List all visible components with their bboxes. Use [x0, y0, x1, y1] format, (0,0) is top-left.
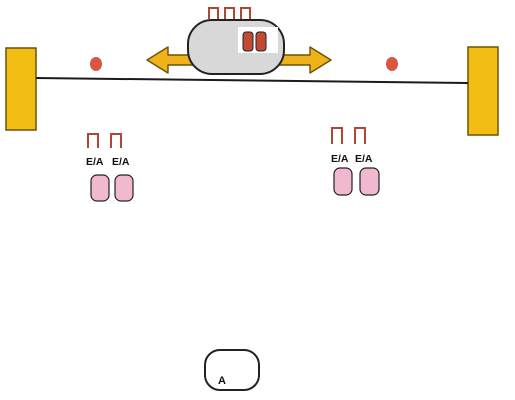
- pin-icon: [242, 31, 254, 52]
- staple-icon: [224, 7, 235, 19]
- right-group-label-2: E/A: [355, 153, 373, 165]
- track-line: [35, 77, 469, 84]
- staple-icon: [87, 133, 99, 148]
- staple-icon: [208, 7, 219, 19]
- carriage-staples: [208, 7, 251, 19]
- staple-icon: [110, 133, 122, 148]
- pin-icon: [333, 167, 353, 196]
- anchor-label: A: [218, 375, 226, 387]
- left-group-label-1: E/A: [86, 156, 104, 168]
- left-group-label-2: E/A: [112, 156, 130, 168]
- pin-icon: [359, 167, 380, 196]
- staple-icon: [331, 127, 343, 144]
- right-dot: [386, 57, 398, 71]
- right-group: E/A E/A: [331, 127, 380, 196]
- pin-icon: [114, 174, 134, 202]
- pin-icon: [90, 174, 110, 202]
- pin-icon: [255, 31, 267, 52]
- staple-icon: [240, 7, 251, 19]
- left-dot: [90, 57, 102, 71]
- staple-icon: [354, 127, 366, 144]
- right-group-label-1: E/A: [331, 153, 349, 165]
- right-post: [467, 46, 499, 136]
- anchor-icon: A: [204, 349, 260, 391]
- left-post: [5, 47, 37, 131]
- left-group: E/A E/A: [86, 133, 134, 202]
- carriage-icon: [187, 19, 285, 75]
